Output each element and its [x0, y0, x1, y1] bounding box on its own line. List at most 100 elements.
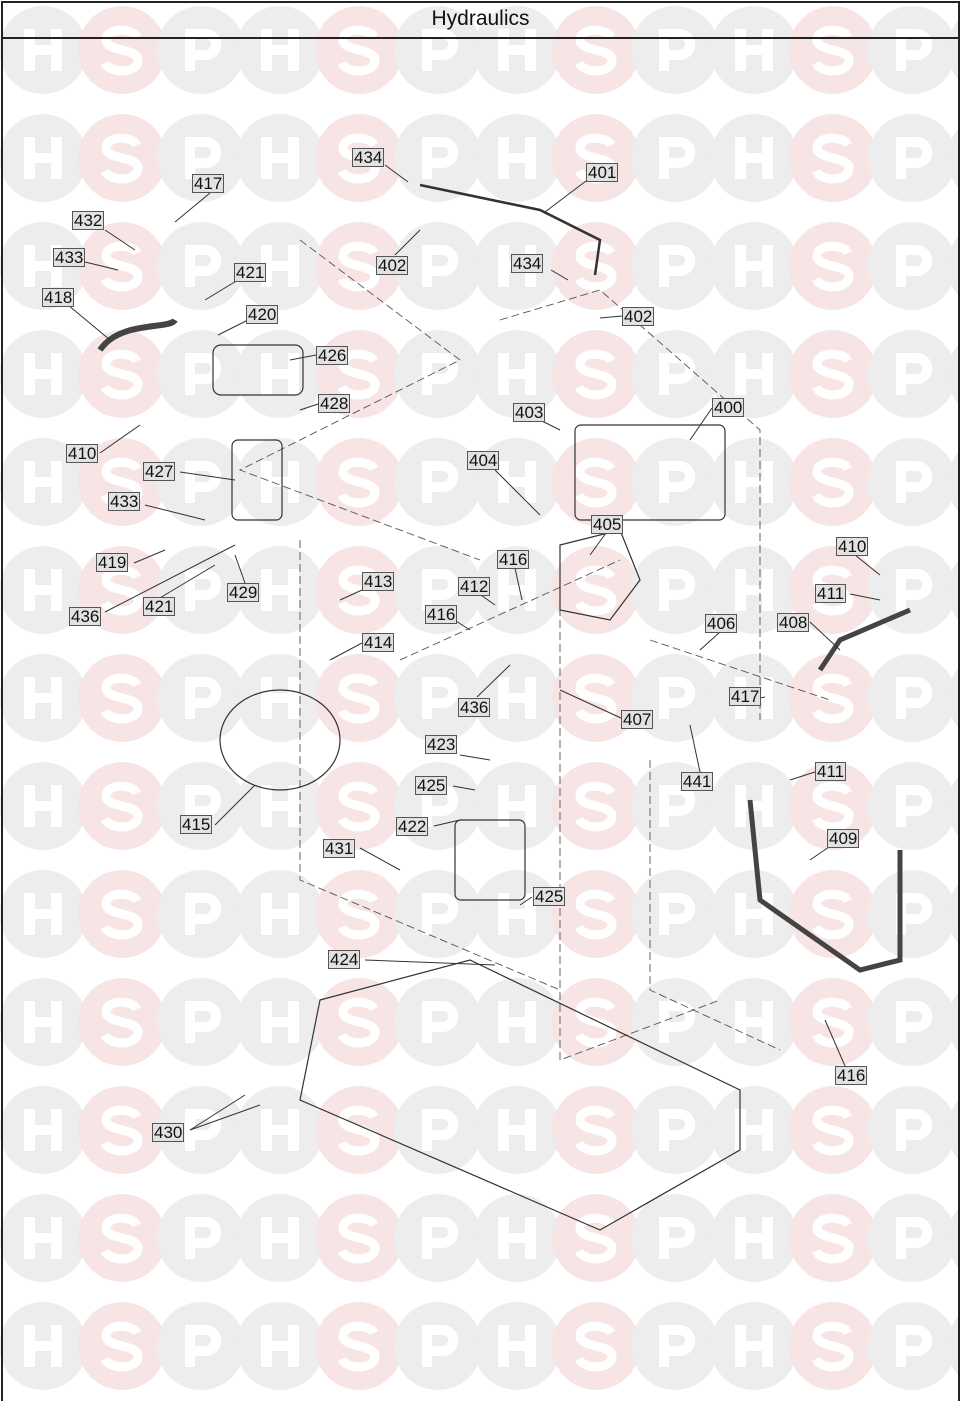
part-label-427[interactable]: 427: [143, 462, 176, 481]
watermark-badge-h: [473, 1086, 561, 1174]
part-label-425[interactable]: 425: [533, 887, 566, 906]
watermark-badge-s: [789, 762, 877, 850]
part-label-404[interactable]: 404: [467, 451, 500, 470]
part-label-414[interactable]: 414: [362, 633, 395, 652]
part-label-416[interactable]: 416: [835, 1066, 868, 1085]
watermark-badge-p: [157, 222, 245, 310]
part-label-436[interactable]: 436: [458, 698, 491, 717]
watermark-badge-s: [315, 6, 403, 94]
part-label-402[interactable]: 402: [622, 307, 655, 326]
part-label-431[interactable]: 431: [323, 839, 356, 858]
watermark-badge-s: [78, 6, 166, 94]
watermark-badge-p: [157, 330, 245, 418]
watermark-badge-s: [789, 114, 877, 202]
part-label-429[interactable]: 429: [227, 583, 260, 602]
part-label-410[interactable]: 410: [836, 537, 869, 556]
part-label-411[interactable]: 411: [815, 584, 847, 603]
part-label-412[interactable]: 412: [458, 577, 491, 596]
part-label-406[interactable]: 406: [705, 614, 738, 633]
watermark-badge-h: [236, 6, 324, 94]
part-label-420[interactable]: 420: [246, 305, 279, 324]
watermark-badge-s: [315, 222, 403, 310]
part-label-422[interactable]: 422: [396, 817, 429, 836]
part-label-421[interactable]: 421: [234, 263, 267, 282]
watermark-badge-p: [631, 1194, 719, 1282]
part-label-424[interactable]: 424: [328, 950, 361, 969]
part-label-402[interactable]: 402: [376, 256, 409, 275]
part-label-403[interactable]: 403: [513, 403, 546, 422]
watermark-badge-h: [710, 978, 798, 1066]
part-label-416[interactable]: 416: [425, 605, 458, 624]
watermark-badge-h: [0, 978, 87, 1066]
watermark-badge-p: [394, 1302, 482, 1390]
part-label-423[interactable]: 423: [425, 735, 458, 754]
part-label-411[interactable]: 411: [815, 762, 847, 781]
part-label-432[interactable]: 432: [72, 211, 105, 230]
part-label-421[interactable]: 421: [143, 597, 176, 616]
watermark-badge-s: [552, 330, 640, 418]
watermark-badge-p: [631, 978, 719, 1066]
watermark-badge-h: [947, 990, 960, 1054]
watermark-badge-h: [236, 1086, 324, 1174]
watermark-badge-p: [631, 330, 719, 418]
watermark-badge-p: [868, 1086, 956, 1174]
part-label-400[interactable]: 400: [712, 398, 745, 417]
watermark-badge-h: [947, 1314, 960, 1378]
part-label-430[interactable]: 430: [152, 1123, 185, 1142]
part-label-410[interactable]: 410: [66, 444, 99, 463]
watermark-badge-h: [236, 330, 324, 418]
part-label-436[interactable]: 436: [69, 607, 102, 626]
part-label-418[interactable]: 418: [42, 288, 75, 307]
watermark-badge-p: [394, 438, 482, 526]
watermark-badge-h: [0, 114, 87, 202]
part-label-401[interactable]: 401: [586, 163, 619, 182]
watermark-badge-h: [0, 330, 87, 418]
part-label-425[interactable]: 425: [415, 776, 448, 795]
watermark-badge-h: [473, 546, 561, 634]
part-label-407[interactable]: 407: [621, 710, 654, 729]
watermark-badge-h: [236, 114, 324, 202]
part-label-417[interactable]: 417: [192, 174, 225, 193]
part-label-409[interactable]: 409: [827, 829, 860, 848]
watermark-badge-h: [710, 762, 798, 850]
watermark-badge-h: [947, 1098, 960, 1162]
watermark-badge-h: [236, 438, 324, 526]
watermark-badge-s: [78, 978, 166, 1066]
watermark-badge-p: [157, 762, 245, 850]
part-label-408[interactable]: 408: [777, 613, 810, 632]
part-label-426[interactable]: 426: [316, 346, 349, 365]
watermark-badge-s: [552, 1302, 640, 1390]
watermark-badge-p: [631, 438, 719, 526]
watermark-badge-s: [552, 654, 640, 742]
watermark-badge-s: [552, 978, 640, 1066]
part-label-419[interactable]: 419: [96, 553, 129, 572]
part-label-416[interactable]: 416: [497, 550, 530, 569]
watermark-badge-s: [78, 330, 166, 418]
part-label-415[interactable]: 415: [180, 815, 213, 834]
part-label-434[interactable]: 434: [511, 254, 544, 273]
part-label-405[interactable]: 405: [591, 515, 624, 534]
watermark-badge-p: [631, 222, 719, 310]
part-label-417[interactable]: 417: [729, 687, 762, 706]
watermark-badge-h: [0, 654, 87, 742]
watermark-badge-h: [0, 438, 87, 526]
watermark-badge-s: [315, 870, 403, 958]
part-label-441[interactable]: 441: [681, 772, 714, 791]
watermark-badge-s: [552, 6, 640, 94]
watermark-badge-p: [157, 1086, 245, 1174]
watermark-badge-s: [552, 438, 640, 526]
part-label-413[interactable]: 413: [362, 572, 395, 591]
watermark-badge-h: [473, 6, 561, 94]
watermark-badge-s: [315, 546, 403, 634]
part-label-433[interactable]: 433: [108, 492, 141, 511]
watermark-badge-s: [552, 762, 640, 850]
watermark-badge-p: [631, 870, 719, 958]
watermark-badge-s: [78, 1086, 166, 1174]
watermark-badge-s: [789, 1302, 877, 1390]
watermark-badge-h: [236, 1302, 324, 1390]
watermark-badge-h: [710, 114, 798, 202]
part-label-433[interactable]: 433: [53, 248, 86, 267]
watermark-badge-h: [710, 6, 798, 94]
part-label-434[interactable]: 434: [352, 148, 385, 167]
part-label-428[interactable]: 428: [318, 394, 351, 413]
